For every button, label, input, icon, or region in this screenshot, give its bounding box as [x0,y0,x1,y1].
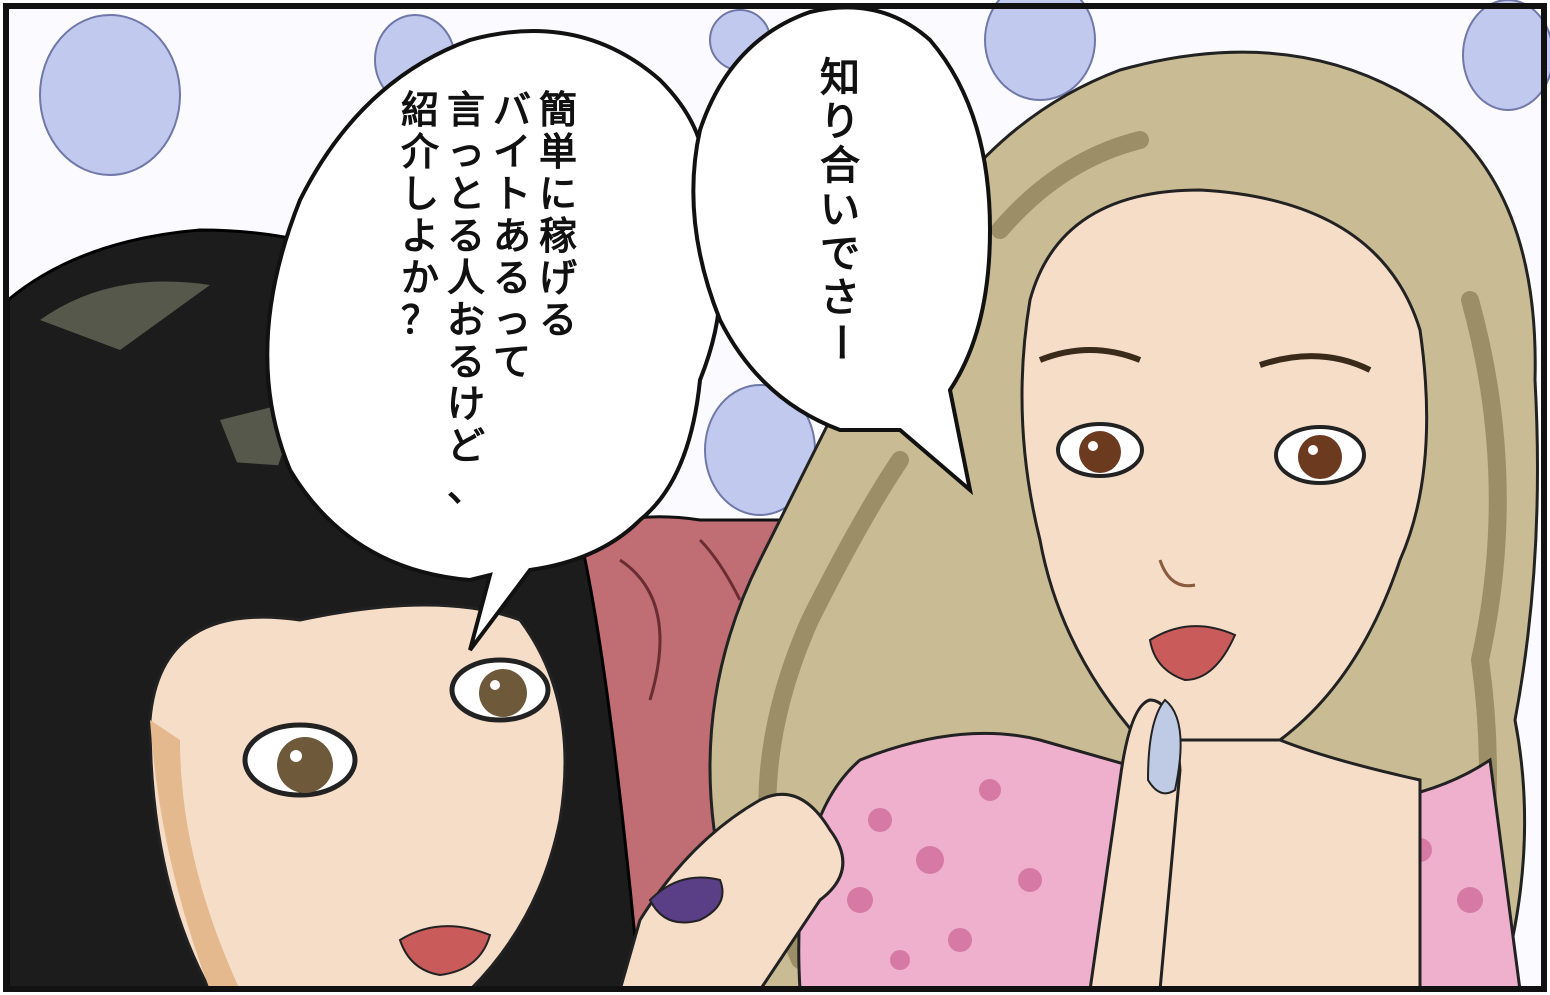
dark-hair-highlight [40,281,300,520]
text-glyph: で [820,231,860,277]
speech-bubble-right-shape [691,5,993,496]
text-glyph: バ [493,88,531,132]
text-glyph: ト [493,172,531,216]
blonde-eyebrow-right [1259,353,1372,373]
purple-nail [648,876,724,924]
text-glyph: 言 [447,88,485,132]
text-glyph: り [820,99,860,145]
dark-haired-iris-left [277,737,333,793]
text-glyph: 紹 [401,88,439,132]
dark-haired-iris-right [479,669,527,717]
dark-haired-hand [618,792,845,992]
blonde-nose [1158,559,1196,588]
text-glyph: っ [447,130,485,174]
text-glyph: に [539,172,577,216]
blonde-face [1020,188,1429,767]
glitter-nail [1146,698,1182,795]
speech-bubble-left-shape [265,29,722,652]
text-glyph: て [493,340,531,384]
text-glyph: っ [493,298,531,342]
blonde-iris-left [1079,431,1121,473]
text-glyph: ー [817,322,863,362]
text-glyph: ど [447,424,485,468]
speech-bubble-right [691,5,993,496]
text-glyph: 知 [820,55,860,101]
text-glyph: る [447,340,485,384]
text-glyph: 合 [820,143,860,189]
text-glyph: よ [401,214,439,258]
blonde-iris-right [1298,435,1342,479]
polka-dot-pattern [39,0,1550,516]
blonde-lips [1148,625,1237,682]
text-glyph: る [539,298,577,342]
text-glyph: あ [493,214,531,258]
text-glyph: 稼 [539,214,577,258]
text-glyph: 介 [401,130,440,174]
polka-dot [1462,0,1550,111]
text-glyph: お [447,298,485,342]
text-glyph: ？ [401,298,439,342]
text-glyph: か [401,256,439,300]
text-glyph: け [447,382,485,426]
text-glyph: イ [493,130,531,174]
dark-haired-cheek-shadow [150,720,240,990]
dark-haired-mouth [398,925,492,977]
text-glyph: 単 [539,130,577,174]
polka-dot [984,0,1096,101]
text-glyph: 簡 [539,88,577,132]
blonde-eyebrow-left [1038,347,1142,363]
text-glyph: げ [539,256,577,300]
text-glyph: い [820,187,860,233]
text-glyph: し [401,172,439,216]
text-glyph: 人 [447,256,485,300]
blonde-neck [1128,738,1422,992]
text-glyph: る [493,256,531,300]
speech-bubble-left [265,29,722,652]
panel-border [3,3,1547,992]
text-glyph: 、 [447,466,485,510]
sofa-cushion-crease [619,538,742,701]
text-glyph: と [447,172,485,216]
text-glyph: さ [820,275,860,321]
polka-dot [39,14,181,176]
text-glyph: る [447,214,485,258]
